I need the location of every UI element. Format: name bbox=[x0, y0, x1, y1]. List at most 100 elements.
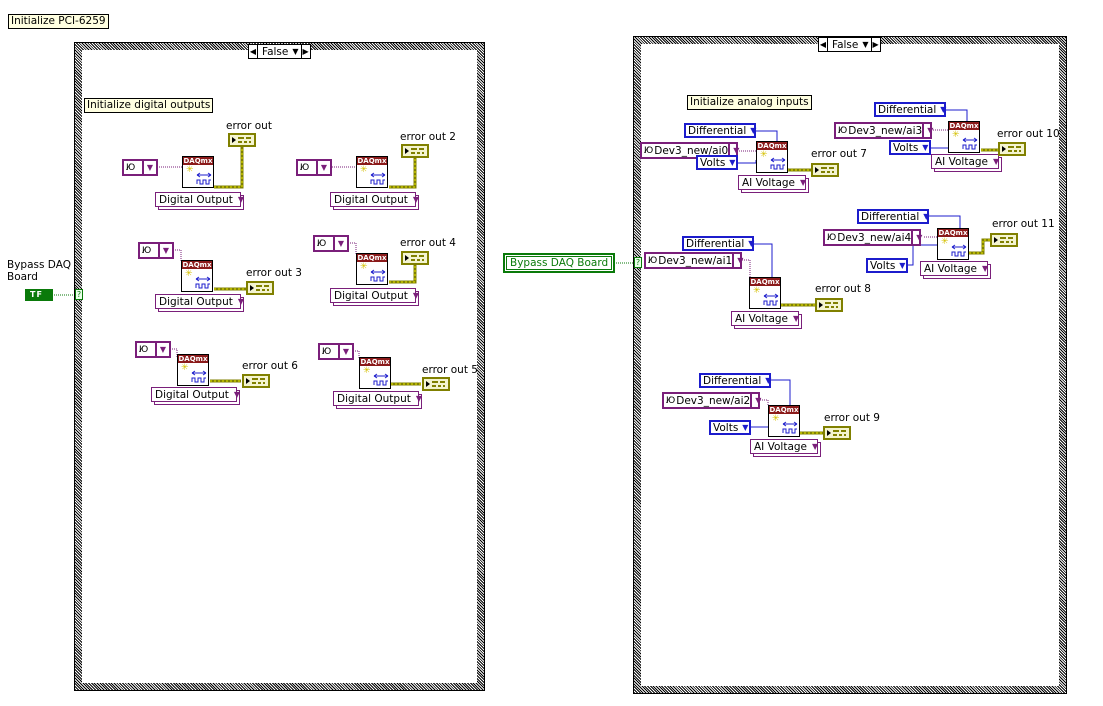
polymorphic-selector[interactable]: Digital Output▼ bbox=[155, 192, 245, 207]
polymorphic-selector[interactable]: AI Voltage▼ bbox=[750, 439, 818, 454]
case-selector-terminal-left[interactable]: ? bbox=[75, 289, 83, 300]
polymorphic-selector[interactable]: Digital Output▼ bbox=[330, 288, 420, 303]
daqmx-create-channel-vi[interactable]: DAQmx✳ bbox=[182, 156, 214, 188]
daqmx-create-channel-vi[interactable]: DAQmx✳ bbox=[756, 141, 788, 173]
polymorphic-selector[interactable]: Digital Output▼ bbox=[155, 294, 245, 309]
dropdown-arrow-icon: ▼ bbox=[899, 261, 906, 270]
error-out-indicator[interactable] bbox=[228, 133, 256, 147]
analog-wave-icon bbox=[951, 244, 967, 257]
error-out-indicator[interactable] bbox=[242, 374, 270, 388]
increment-arrow-icon[interactable]: ▶ bbox=[870, 38, 879, 51]
dropdown-arrow-icon[interactable]: ▼ bbox=[292, 47, 299, 56]
decrement-arrow-icon[interactable]: ◀ bbox=[249, 45, 258, 58]
daqmx-create-channel-vi[interactable]: DAQmx✳ bbox=[768, 405, 800, 437]
polymorphic-selector[interactable]: Digital Output▼ bbox=[333, 391, 422, 406]
dropdown-arrow-icon: ▼ bbox=[315, 161, 330, 174]
case-selector-value: False bbox=[832, 38, 859, 51]
dropdown-arrow-icon: ▼ bbox=[332, 237, 347, 250]
dropdown-arrow-icon: ▼ bbox=[728, 144, 742, 157]
create-star-icon: ✳ bbox=[181, 363, 189, 373]
daqmx-create-channel-vi[interactable]: DAQmx✳ bbox=[356, 156, 388, 188]
daqmx-create-channel-vi[interactable]: DAQmx✳ bbox=[948, 121, 980, 153]
dropdown-arrow-icon: ▼ bbox=[157, 244, 172, 257]
units-constant[interactable]: Volts▼ bbox=[709, 420, 751, 435]
daqmx-create-channel-vi[interactable]: DAQmx✳ bbox=[177, 354, 209, 386]
digital-wave-icon bbox=[191, 370, 207, 383]
dropdown-arrow-icon: ▼ bbox=[923, 212, 930, 221]
terminal-config-constant[interactable]: Differential▼ bbox=[874, 102, 946, 117]
units-constant[interactable]: Volts▼ bbox=[696, 155, 738, 170]
units-constant[interactable]: Volts▼ bbox=[866, 258, 908, 273]
daqmx-create-channel-vi[interactable]: DAQmx✳ bbox=[937, 228, 969, 260]
terminal-config-constant[interactable]: Differential▼ bbox=[857, 209, 929, 224]
case-selector-terminal-right[interactable]: ? bbox=[634, 257, 642, 268]
error-out-indicator[interactable] bbox=[811, 163, 839, 177]
dropdown-arrow-icon[interactable]: ▼ bbox=[862, 40, 869, 49]
decrement-arrow-icon[interactable]: ◀ bbox=[819, 38, 828, 51]
io-channel-constant[interactable]: I⁄O▼ bbox=[318, 343, 354, 360]
create-star-icon: ✳ bbox=[185, 269, 193, 279]
polymorphic-selector[interactable]: AI Voltage▼ bbox=[920, 261, 988, 276]
case-selector-left[interactable]: ◀ False ▼ ▶ bbox=[248, 44, 311, 59]
io-channel-constant[interactable]: I⁄O▼ bbox=[138, 242, 174, 259]
error-out-label: error out 2 bbox=[400, 131, 456, 143]
io-channel-constant[interactable]: I⁄O▼ bbox=[313, 235, 349, 252]
dropdown-arrow-icon: ▼ bbox=[982, 264, 989, 273]
error-out-indicator[interactable] bbox=[401, 144, 429, 158]
io-channel-constant[interactable]: I⁄O▼ bbox=[296, 159, 332, 176]
polymorphic-selector[interactable]: Digital Output▼ bbox=[330, 192, 419, 207]
create-star-icon: ✳ bbox=[360, 262, 368, 272]
io-channel-constant[interactable]: I⁄O▼ bbox=[122, 159, 158, 176]
analog-wave-icon bbox=[962, 137, 978, 150]
create-star-icon: ✳ bbox=[772, 414, 780, 424]
error-out-label: error out 4 bbox=[400, 237, 456, 249]
error-out-label: error out 3 bbox=[246, 267, 302, 279]
create-star-icon: ✳ bbox=[360, 165, 368, 175]
dropdown-arrow-icon: ▼ bbox=[922, 143, 929, 152]
io-channel-constant[interactable]: I⁄O▼ bbox=[135, 341, 171, 358]
terminal-config-constant[interactable]: Differential▼ bbox=[699, 373, 771, 388]
daqmx-create-channel-vi[interactable]: DAQmx✳ bbox=[359, 357, 391, 389]
increment-arrow-icon[interactable]: ▶ bbox=[300, 45, 309, 58]
polymorphic-selector[interactable]: Digital Output▼ bbox=[151, 387, 240, 402]
error-out-indicator[interactable] bbox=[998, 142, 1026, 156]
dropdown-arrow-icon: ▼ bbox=[993, 157, 1000, 166]
daqmx-create-channel-vi[interactable]: DAQmx✳ bbox=[181, 260, 213, 292]
digital-wave-icon bbox=[195, 276, 211, 289]
dropdown-arrow-icon: ▼ bbox=[732, 254, 746, 267]
error-out-indicator[interactable] bbox=[246, 281, 274, 295]
daqmx-create-channel-vi[interactable]: DAQmx✳ bbox=[356, 253, 388, 285]
polymorphic-selector[interactable]: AI Voltage▼ bbox=[731, 311, 799, 326]
error-out-label: error out 8 bbox=[815, 283, 871, 295]
create-star-icon: ✳ bbox=[760, 150, 768, 160]
error-out-indicator[interactable] bbox=[815, 298, 843, 312]
dropdown-arrow-icon: ▼ bbox=[412, 291, 420, 300]
error-out-indicator[interactable] bbox=[401, 251, 429, 265]
bypass-boolean-terminal[interactable]: TF bbox=[25, 289, 53, 301]
dropdown-arrow-icon: ▼ bbox=[141, 161, 156, 174]
dropdown-arrow-icon: ▼ bbox=[940, 105, 947, 114]
daqmx-create-channel-vi[interactable]: DAQmx✳ bbox=[749, 277, 781, 309]
dropdown-arrow-icon: ▼ bbox=[237, 297, 245, 306]
polymorphic-selector[interactable]: AI Voltage▼ bbox=[931, 154, 999, 169]
error-out-indicator[interactable] bbox=[823, 426, 851, 440]
units-constant[interactable]: Volts▼ bbox=[889, 140, 931, 155]
terminal-config-constant[interactable]: Differential▼ bbox=[682, 236, 754, 251]
error-out-indicator[interactable] bbox=[422, 377, 450, 391]
bypass-daq-board-local[interactable]: Bypass DAQ Board bbox=[503, 253, 616, 273]
polymorphic-selector[interactable]: AI Voltage▼ bbox=[738, 175, 806, 190]
digital-wave-icon bbox=[196, 172, 212, 185]
terminal-config-constant[interactable]: Differential▼ bbox=[684, 123, 756, 138]
dropdown-arrow-icon: ▼ bbox=[237, 195, 245, 204]
case-selector-right[interactable]: ◀ False ▼ ▶ bbox=[818, 37, 881, 52]
analog-wave-icon bbox=[782, 421, 798, 434]
error-out-indicator[interactable] bbox=[990, 233, 1018, 247]
error-out-label: error out 11 bbox=[992, 218, 1055, 230]
create-star-icon: ✳ bbox=[941, 237, 949, 247]
error-out-label: error out 5 bbox=[422, 364, 478, 376]
